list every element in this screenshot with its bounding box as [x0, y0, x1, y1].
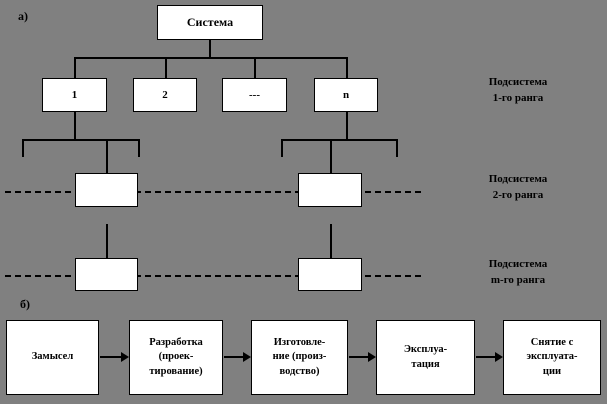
flow-arrow-3: [349, 352, 376, 362]
node-rank1-4: n: [314, 78, 378, 112]
connector-rank2-bus-right: [281, 139, 398, 141]
flow-arrow-4: [476, 352, 503, 362]
node-system: Система: [157, 5, 263, 40]
flow-arrow-2: [224, 352, 251, 362]
flow-arrow-2-shaft: [224, 356, 243, 358]
rank-label-m-line2: m-го ранга: [490, 273, 546, 286]
flow-arrow-1: [100, 352, 129, 362]
rank-label-1-line2: 1-го ранга: [492, 91, 544, 104]
flow-arrow-3-head: [368, 352, 376, 362]
divider-rank2: [5, 191, 421, 193]
connector-rank2-right-center: [330, 139, 332, 174]
connector-noden-stem: [346, 112, 348, 140]
connector-rank2-left-stub-b: [138, 139, 140, 157]
flow-arrow-4-shaft: [476, 356, 495, 358]
flow-stage-ekspluatatsiya: Эксплуа- тация: [376, 320, 475, 395]
flow-arrow-1-shaft: [100, 356, 121, 358]
connector-rank2-right-stub-a: [281, 139, 283, 157]
divider-rankm: [5, 275, 421, 277]
flow-stage-razrabotka: Разработка (проек- тирование): [129, 320, 223, 395]
node-rank2-right: [298, 173, 362, 207]
connector-rank2-bus-left: [22, 139, 140, 141]
rank-label-2: Подсистема 2-го ранга: [443, 172, 593, 204]
node-rank2-left: [75, 173, 138, 207]
rank-label-2-line1: Подсистема: [488, 173, 548, 185]
connector-rank1-bus: [74, 57, 347, 59]
connector-root-stem: [209, 40, 211, 58]
node-rank1-1: 1: [42, 78, 107, 112]
flow-arrow-3-shaft: [349, 356, 368, 358]
connector-rank2-right-stub-b: [396, 139, 398, 157]
flow-stage-zamysel: Замысел: [6, 320, 99, 395]
flow-arrow-4-head: [495, 352, 503, 362]
node-rankm-left: [75, 258, 138, 291]
connector-rank3-left: [106, 224, 108, 260]
flow-stage-izgotovlenie: Изготовле- ние (произ- водство): [251, 320, 348, 395]
rank-label-m: Подсистема m-го ранга: [443, 257, 593, 289]
connector-rank1-drop-1: [74, 57, 76, 78]
node-rank1-3: ---: [222, 78, 287, 112]
connector-node1-stem: [74, 112, 76, 140]
connector-rank1-drop-2: [165, 57, 167, 78]
rank-label-2-line2: 2-го ранга: [492, 188, 544, 201]
rank-label-m-line1: Подсистема: [488, 258, 548, 270]
connector-rank2-left-center: [106, 139, 108, 174]
connector-rank2-left-stub-a: [22, 139, 24, 157]
part-a-label: а): [18, 9, 28, 23]
flow-stage-snyatie: Снятие с эксплуата- ции: [503, 320, 601, 395]
node-rank1-2: 2: [133, 78, 197, 112]
node-rankm-right: [298, 258, 362, 291]
rank-label-1: Подсистема 1-го ранга: [443, 75, 593, 107]
rank-label-1-line1: Подсистема: [488, 76, 548, 88]
flow-arrow-1-head: [121, 352, 129, 362]
flow-arrow-2-head: [243, 352, 251, 362]
connector-rank1-drop-4: [346, 57, 348, 78]
connector-rank1-drop-3: [254, 57, 256, 78]
connector-rank3-right: [330, 224, 332, 260]
part-b-label: б): [20, 297, 30, 311]
